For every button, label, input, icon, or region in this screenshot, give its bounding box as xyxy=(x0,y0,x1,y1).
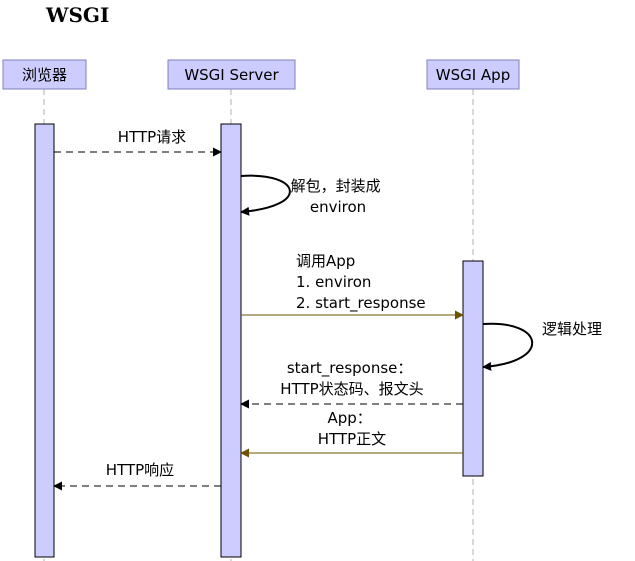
actor-box xyxy=(167,59,296,90)
message-app-body-return: App： HTTP正文 xyxy=(240,409,463,458)
message-logic-processing: 逻辑处理 xyxy=(482,320,602,371)
message-label: 调用App 1. environ 2. start_response xyxy=(296,252,426,313)
actor-label: 浏览器 xyxy=(22,66,67,84)
message-label: 逻辑处理 xyxy=(542,320,602,338)
message-label-line: HTTP正文 xyxy=(318,430,386,448)
self-message-arc xyxy=(240,174,291,216)
message-label-line: environ xyxy=(310,198,366,216)
message-label-line: start_response： xyxy=(287,359,413,378)
message-label: App： HTTP正文 xyxy=(318,409,386,448)
actor-wsgi-server: WSGI Server xyxy=(167,59,296,90)
message-label: 解包，封装成 environ xyxy=(291,177,386,216)
message-start-response-return: start_response： HTTP状态码、报文头 xyxy=(240,359,463,409)
actor-label: WSGI Server xyxy=(184,66,279,84)
activation-server xyxy=(220,123,242,558)
message-label-line: 解包，封装成 xyxy=(291,177,381,195)
actor-label: WSGI App xyxy=(436,66,510,84)
message-label: HTTP响应 xyxy=(106,461,174,479)
actor-browser: 浏览器 xyxy=(2,59,87,90)
message-parse-package: 解包，封装成 environ xyxy=(240,174,386,216)
message-call-app: 调用App 1. environ 2. start_response xyxy=(241,252,464,320)
message-label-line: 调用App xyxy=(296,252,355,270)
message-label-line: HTTP状态码、报文头 xyxy=(280,380,423,398)
actor-wsgi-app: WSGI App xyxy=(426,59,520,90)
message-label-line: HTTP请求 xyxy=(118,128,186,146)
message-label-line: 2. start_response xyxy=(296,294,426,313)
diagram-title: WSGI xyxy=(45,3,109,27)
message-http-response: HTTP响应 xyxy=(53,461,221,491)
message-label-line: HTTP响应 xyxy=(106,461,174,479)
actor-box xyxy=(2,59,87,90)
actor-box xyxy=(426,59,520,90)
message-label: HTTP请求 xyxy=(118,128,186,146)
message-label: start_response： HTTP状态码、报文头 xyxy=(280,359,423,398)
message-label-line: App： xyxy=(327,409,371,427)
message-http-request: HTTP请求 xyxy=(54,128,222,157)
activation-app xyxy=(462,260,484,477)
self-message-arc xyxy=(482,322,534,371)
activation-browser xyxy=(34,123,55,558)
message-label-line: 逻辑处理 xyxy=(542,320,602,338)
message-label-line: 1. environ xyxy=(296,273,371,291)
